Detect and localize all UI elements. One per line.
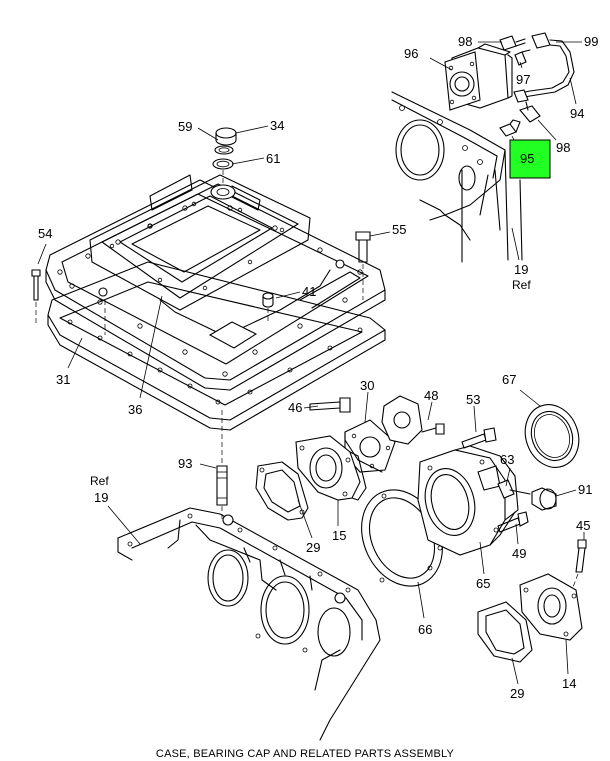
callout-61[interactable]: 61 (266, 151, 280, 166)
case-upper-ref-19 (391, 91, 523, 263)
callout-54[interactable]: 54 (38, 226, 52, 241)
callout-96[interactable]: 96 (404, 46, 418, 61)
callout-67[interactable]: 67 (502, 372, 516, 387)
cap-14 (519, 573, 583, 641)
callout-29-left[interactable]: 29 (306, 540, 320, 555)
callout-19-lower[interactable]: 19 (94, 490, 108, 505)
callout-65[interactable]: 65 (476, 576, 490, 591)
callout-labels: 98 99 96 97 94 98 19 Ref 59 34 61 54 55 … (38, 34, 598, 701)
plate-48 (381, 395, 445, 445)
bolt-54 (31, 269, 41, 325)
callout-49[interactable]: 49 (512, 546, 526, 561)
callout-15[interactable]: 15 (332, 528, 346, 543)
callout-29-right[interactable]: 29 (510, 686, 524, 701)
callout-48[interactable]: 48 (424, 388, 438, 403)
seal-67 (524, 404, 580, 468)
callout-53[interactable]: 53 (466, 392, 480, 407)
callout-19-upper-ref: Ref (512, 278, 531, 292)
breather-41 (262, 292, 274, 322)
cover-plate-31 (47, 261, 386, 431)
pump-96 (444, 43, 513, 111)
bolt-46 (309, 397, 351, 413)
callout-36[interactable]: 36 (128, 402, 142, 417)
stud-93 (216, 465, 228, 520)
callout-66[interactable]: 66 (418, 622, 432, 637)
callout-55[interactable]: 55 (392, 222, 406, 237)
gasket-36 (45, 179, 386, 391)
callout-99[interactable]: 99 (584, 34, 598, 49)
housing-65 (417, 445, 519, 556)
callout-31[interactable]: 31 (56, 372, 70, 387)
callout-95[interactable]: 95 (520, 151, 534, 166)
callout-63[interactable]: 63 (500, 452, 514, 467)
callout-14[interactable]: 14 (562, 676, 576, 691)
diagram-caption: CASE, BEARING CAP AND RELATED PARTS ASSE… (155, 748, 455, 760)
bolt-53 (461, 427, 497, 449)
callout-46[interactable]: 46 (288, 400, 302, 415)
callout-41[interactable]: 41 (302, 284, 316, 299)
gasket-29-right (477, 601, 533, 663)
fitting-63 (497, 479, 531, 499)
callout-94[interactable]: 94 (570, 106, 584, 121)
callout-98-lower[interactable]: 98 (556, 140, 570, 155)
callout-19-upper[interactable]: 19 (514, 262, 528, 277)
case-lower-ref-19 (117, 507, 381, 741)
bolt-45 (569, 539, 587, 596)
callout-98-top[interactable]: 98 (458, 34, 472, 49)
pump-fittings-97-98-99-94 (499, 32, 575, 137)
plug-91 (531, 487, 557, 511)
callout-93[interactable]: 93 (178, 456, 192, 471)
callout-45[interactable]: 45 (576, 518, 590, 533)
leader-lines (37, 41, 585, 685)
bolt-49 (497, 511, 529, 533)
callout-34[interactable]: 34 (270, 118, 284, 133)
callout-59[interactable]: 59 (178, 119, 192, 134)
inner-cover-plate (89, 174, 361, 349)
cover-30 (344, 419, 396, 473)
callout-91[interactable]: 91 (578, 482, 592, 497)
bearing-cap-15 (295, 435, 367, 501)
callout-30[interactable]: 30 (360, 378, 374, 393)
callout-97[interactable]: 97 (516, 72, 530, 87)
callout-19-lower-ref: Ref (90, 474, 109, 488)
highlight-box-95[interactable] (509, 139, 551, 179)
bolt-55 (355, 231, 371, 300)
